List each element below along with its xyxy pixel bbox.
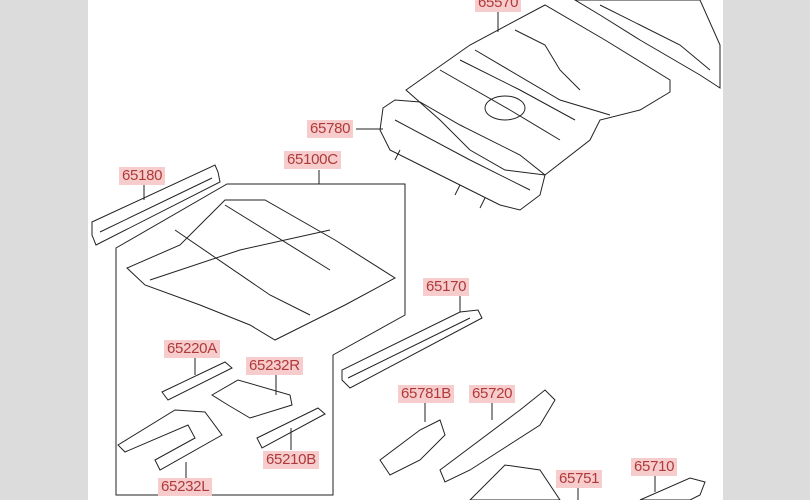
part-65232L bbox=[117, 409, 223, 471]
label-65220A[interactable]: 65220A bbox=[164, 340, 220, 358]
rear-crossmember bbox=[379, 99, 546, 211]
center-floor-panel bbox=[126, 199, 396, 341]
label-65710[interactable]: 65710 bbox=[631, 458, 678, 476]
label-65180[interactable]: 65180 bbox=[119, 167, 166, 185]
label-65210B[interactable]: 65210B bbox=[263, 451, 319, 469]
label-65720[interactable]: 65720 bbox=[469, 385, 516, 403]
label-65232R[interactable]: 65232R bbox=[246, 357, 303, 375]
side-sill-left bbox=[91, 164, 221, 246]
part-65210B bbox=[256, 407, 326, 449]
label-65232L[interactable]: 65232L bbox=[158, 478, 213, 496]
part-65720 bbox=[439, 389, 556, 483]
part-65710 bbox=[639, 477, 706, 500]
group-box-65100C bbox=[115, 170, 406, 496]
label-65570[interactable]: 65570 bbox=[475, 0, 522, 12]
label-65780[interactable]: 65780 bbox=[307, 120, 354, 138]
part-65232R bbox=[211, 379, 293, 419]
rear-back-panel bbox=[574, 0, 721, 89]
label-65751[interactable]: 65751 bbox=[556, 470, 603, 488]
label-65781B[interactable]: 65781B bbox=[398, 385, 454, 403]
label-65100C[interactable]: 65100C bbox=[284, 151, 341, 169]
rear-floor-panel bbox=[405, 4, 671, 176]
part-65781B bbox=[379, 419, 446, 476]
label-65170[interactable]: 65170 bbox=[423, 278, 470, 296]
part-65220A bbox=[161, 361, 233, 401]
part-65751 bbox=[469, 464, 561, 500]
side-sill-right bbox=[341, 309, 483, 389]
